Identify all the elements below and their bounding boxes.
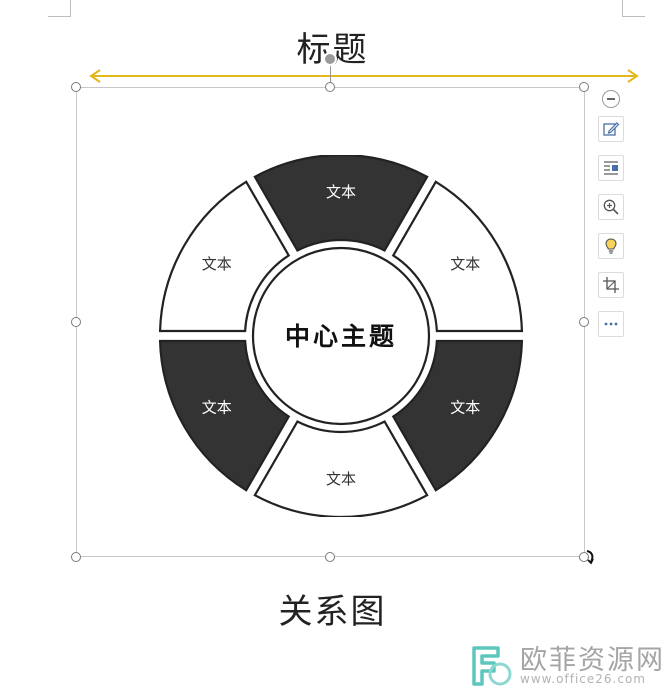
collapse-toolbar-button[interactable] bbox=[602, 90, 620, 108]
diagram-segment-3[interactable] bbox=[391, 339, 524, 492]
watermark-logo-icon bbox=[472, 646, 512, 686]
resize-handle-top-right[interactable] bbox=[579, 82, 589, 92]
width-guide-arrow bbox=[89, 69, 639, 83]
diagram-center-circle[interactable] bbox=[251, 246, 431, 426]
crop-button[interactable] bbox=[598, 272, 624, 298]
resize-handle-top[interactable] bbox=[325, 82, 335, 92]
rotate-cursor-icon bbox=[586, 550, 594, 565]
diagram-segment-6[interactable] bbox=[158, 180, 291, 333]
diagram-segment-label-5[interactable]: 文本 bbox=[202, 398, 232, 416]
resize-handle-left[interactable] bbox=[71, 317, 81, 327]
page-corner-mark-right bbox=[622, 0, 645, 17]
diagram-segment-label-6[interactable]: 文本 bbox=[202, 255, 232, 273]
resize-handle-right[interactable] bbox=[579, 317, 589, 327]
diagram-segment-2[interactable] bbox=[391, 180, 524, 333]
lightbulb-icon bbox=[605, 238, 617, 254]
watermark-site: www.office26.com bbox=[520, 672, 646, 686]
diagram-segment-label-1[interactable]: 文本 bbox=[326, 183, 356, 201]
edit-icon bbox=[603, 122, 620, 136]
diagram-segment-1[interactable] bbox=[253, 155, 429, 252]
diagram-caption[interactable]: 关系图 bbox=[278, 592, 387, 632]
rotate-handle[interactable] bbox=[323, 52, 337, 66]
resize-handle-bottom-left[interactable] bbox=[71, 552, 81, 562]
resize-handle-bottom-right[interactable] bbox=[579, 552, 589, 562]
crop-icon bbox=[603, 277, 619, 293]
resize-handle-top-left[interactable] bbox=[71, 82, 81, 92]
resize-handle-bottom[interactable] bbox=[325, 552, 335, 562]
diagram-segment-4[interactable] bbox=[253, 420, 429, 517]
zoom-in-icon bbox=[603, 199, 619, 215]
page-corner-mark-left bbox=[48, 0, 71, 17]
smart-tips-button[interactable] bbox=[598, 233, 624, 259]
watermark-name: 欧菲资源网 bbox=[520, 645, 665, 676]
zoom-in-button[interactable] bbox=[598, 194, 624, 220]
minus-icon bbox=[607, 98, 615, 100]
watermark: 欧菲资源网 www.office26.com bbox=[460, 634, 665, 692]
diagram-center-label[interactable]: 中心主题 bbox=[285, 322, 397, 351]
diagram-segment-5[interactable] bbox=[158, 339, 291, 492]
text-wrap-icon bbox=[604, 161, 618, 175]
edit-button[interactable] bbox=[598, 116, 624, 142]
more-icon bbox=[604, 322, 618, 326]
diagram-segment-label-4[interactable]: 文本 bbox=[326, 470, 356, 488]
text-wrap-button[interactable] bbox=[598, 155, 624, 181]
diagram-segment-label-2[interactable]: 文本 bbox=[450, 255, 480, 273]
rotate-stem bbox=[330, 64, 331, 86]
more-options-button[interactable] bbox=[598, 311, 624, 337]
diagram-segment-label-3[interactable]: 文本 bbox=[450, 398, 480, 416]
